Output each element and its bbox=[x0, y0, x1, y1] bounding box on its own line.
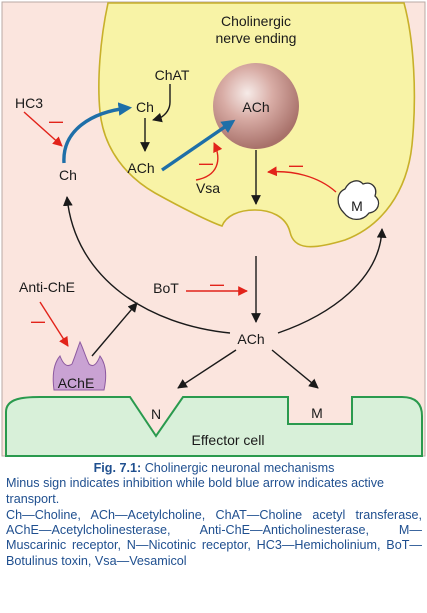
choline-inside-label: Ch bbox=[136, 99, 154, 115]
hc3-inhibition-arrow bbox=[23, 111, 63, 147]
ach-to-m-receptor-arrow bbox=[271, 349, 319, 389]
effector-cell bbox=[5, 396, 423, 457]
muscarinic-autoreceptor bbox=[337, 180, 380, 221]
m-autoreceptor-label: M bbox=[351, 198, 363, 214]
caption-note: Minus sign indicates inhibition while bo… bbox=[6, 476, 385, 506]
ach-cleft-label: ACh bbox=[237, 331, 264, 347]
n-receptor-label: N bbox=[151, 406, 161, 422]
cholinergic-diagram: M Cholinergic nerve ending ACh ChAT Ch A… bbox=[1, 1, 426, 457]
figure-number: Fig. 7.1: bbox=[93, 461, 142, 475]
nerve-ending-title-line1: Cholinergic bbox=[221, 13, 291, 29]
ache-label: AChE bbox=[58, 375, 95, 391]
anti-che-label: Anti-ChE bbox=[19, 279, 75, 295]
nerve-ending-title-line2: nerve ending bbox=[216, 30, 297, 46]
m-receptor-label: M bbox=[311, 405, 323, 421]
abbreviation-legend: Ch—Choline, ACh—Acetylcholine, ChAT—Chol… bbox=[6, 507, 422, 568]
caption-title: Fig. 7.1: Cholinergic neuronal mechanism… bbox=[6, 461, 422, 476]
ach-to-n-receptor-arrow bbox=[177, 349, 237, 389]
bot-label: BoT bbox=[153, 280, 179, 296]
ach-vesicle-label: ACh bbox=[242, 99, 269, 115]
ach-to-m-autoreceptor-arrow bbox=[277, 228, 387, 334]
m-autoreceptor-inhibition-arrow bbox=[267, 166, 337, 193]
ache-hydrolysis-arrow bbox=[91, 302, 138, 357]
choline-outside-label: Ch bbox=[59, 167, 77, 183]
vesicular-transport-arrow bbox=[161, 119, 236, 172]
chat-to-synthesis-arrow bbox=[152, 84, 171, 123]
vsa-inhibition-arrow bbox=[195, 142, 223, 181]
autoreceptor-minus-sign: — bbox=[289, 157, 303, 173]
anti-che-minus-sign: — bbox=[31, 313, 45, 329]
bot-minus-sign: — bbox=[210, 276, 224, 292]
vsa-minus-sign: — bbox=[199, 155, 213, 171]
figure-title: Cholinergic neuronal mechanisms bbox=[144, 461, 335, 475]
hc3-label: HC3 bbox=[15, 95, 43, 111]
figure-caption: Fig. 7.1: Cholinergic neuronal mechanism… bbox=[6, 461, 422, 569]
chat-label: ChAT bbox=[155, 67, 190, 83]
anti-che-inhibition-arrow bbox=[39, 301, 69, 347]
choline-uptake-transport-arrow bbox=[62, 102, 133, 164]
vsa-label: Vsa bbox=[196, 180, 220, 196]
ache-enzyme bbox=[52, 340, 107, 391]
effector-cell-label: Effector cell bbox=[192, 432, 265, 448]
hc3-minus-sign: — bbox=[49, 113, 63, 129]
ach-inside-label: ACh bbox=[127, 160, 154, 176]
choline-reuptake-arrow bbox=[62, 196, 231, 334]
